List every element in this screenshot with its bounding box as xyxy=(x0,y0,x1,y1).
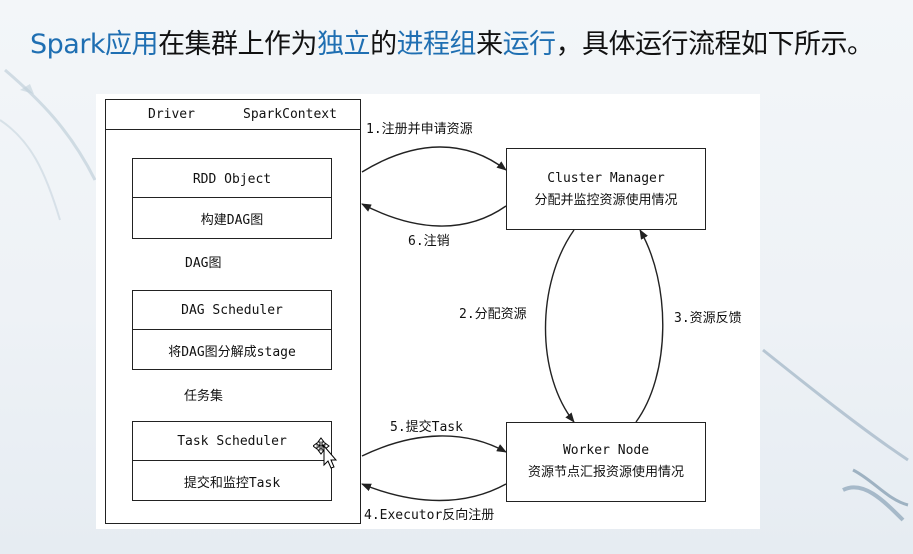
worker-node-title: Worker Node xyxy=(562,443,650,458)
rdd-divider xyxy=(133,197,331,198)
arrow-allocate xyxy=(544,229,575,423)
executor-register-label: 4.Executor反向注册 xyxy=(364,508,495,523)
cluster-manager-desc: 分配并监控资源使用情况 xyxy=(534,193,678,208)
cluster-manager-title: Cluster Manager xyxy=(547,171,665,186)
rdd-object-desc: 构建DAG图 xyxy=(200,213,264,228)
arrow-feedback xyxy=(635,229,664,423)
dag-scheduler-title: DAG Scheduler xyxy=(181,303,283,318)
cluster-manager-box: Cluster Manager 分配并监控资源使用情况 xyxy=(506,148,706,230)
decorative-leaf-left xyxy=(0,68,97,221)
title-seg-run: 运行 xyxy=(502,29,557,60)
spark-context-label: SparkContext xyxy=(243,107,337,122)
task-scheduler-title: Task Scheduler xyxy=(177,434,287,449)
title-seg-spark-app: Spark应用 xyxy=(30,29,159,60)
title-seg-rest: ，具体运行流程如下所示。 xyxy=(555,29,875,60)
arrow-deregister xyxy=(361,203,507,227)
allocate-label: 2.分配资源 xyxy=(459,307,527,322)
decorative-leaf-right xyxy=(762,348,909,522)
feedback-label: 3.资源反馈 xyxy=(674,311,742,326)
title-seg-on-cluster: 在集群上作为 xyxy=(158,29,318,60)
worker-node-desc: 资源节点汇报资源使用情况 xyxy=(527,465,684,480)
title-seg-de: 的 xyxy=(370,29,397,60)
task-scheduler-desc: 提交和监控Task xyxy=(183,476,281,491)
title-seg-lai: 来 xyxy=(476,29,503,60)
move-cursor-icon xyxy=(313,437,338,469)
driver-label: Driver xyxy=(148,107,195,122)
page-title: Spark应用在集群上作为独立的进程组来运行，具体运行流程如下所示。 xyxy=(30,22,874,61)
arrow-register xyxy=(361,146,507,173)
dag-scheduler-box: DAG Scheduler 将DAG图分解成stage xyxy=(132,290,332,370)
submit-task-label: 5.提交Task xyxy=(390,420,463,435)
task-divider xyxy=(133,460,331,461)
arrow-executor-register xyxy=(361,483,507,502)
task-set-edge-label: 任务集 xyxy=(184,389,224,404)
title-seg-process-group: 进程组 xyxy=(396,29,477,60)
arrow-submit-task xyxy=(361,435,507,457)
driver-header-divider xyxy=(106,129,360,130)
dag-edge-label: DAG图 xyxy=(185,256,222,271)
title-seg-independent: 独立 xyxy=(317,29,371,60)
rdd-object-title: RDD Object xyxy=(192,172,272,187)
task-scheduler-box: Task Scheduler 提交和监控Task xyxy=(132,421,332,501)
dag-scheduler-desc: 将DAG图分解成stage xyxy=(168,345,296,360)
deregister-label: 6.注销 xyxy=(408,234,450,249)
register-label: 1.注册并申请资源 xyxy=(366,122,473,137)
worker-node-box: Worker Node 资源节点汇报资源使用情况 xyxy=(506,422,706,502)
spark-flow-diagram: Driver SparkContext RDD Object 构建DAG图 DA… xyxy=(96,94,760,529)
dag-divider xyxy=(133,329,331,330)
rdd-object-box: RDD Object 构建DAG图 xyxy=(132,158,332,239)
